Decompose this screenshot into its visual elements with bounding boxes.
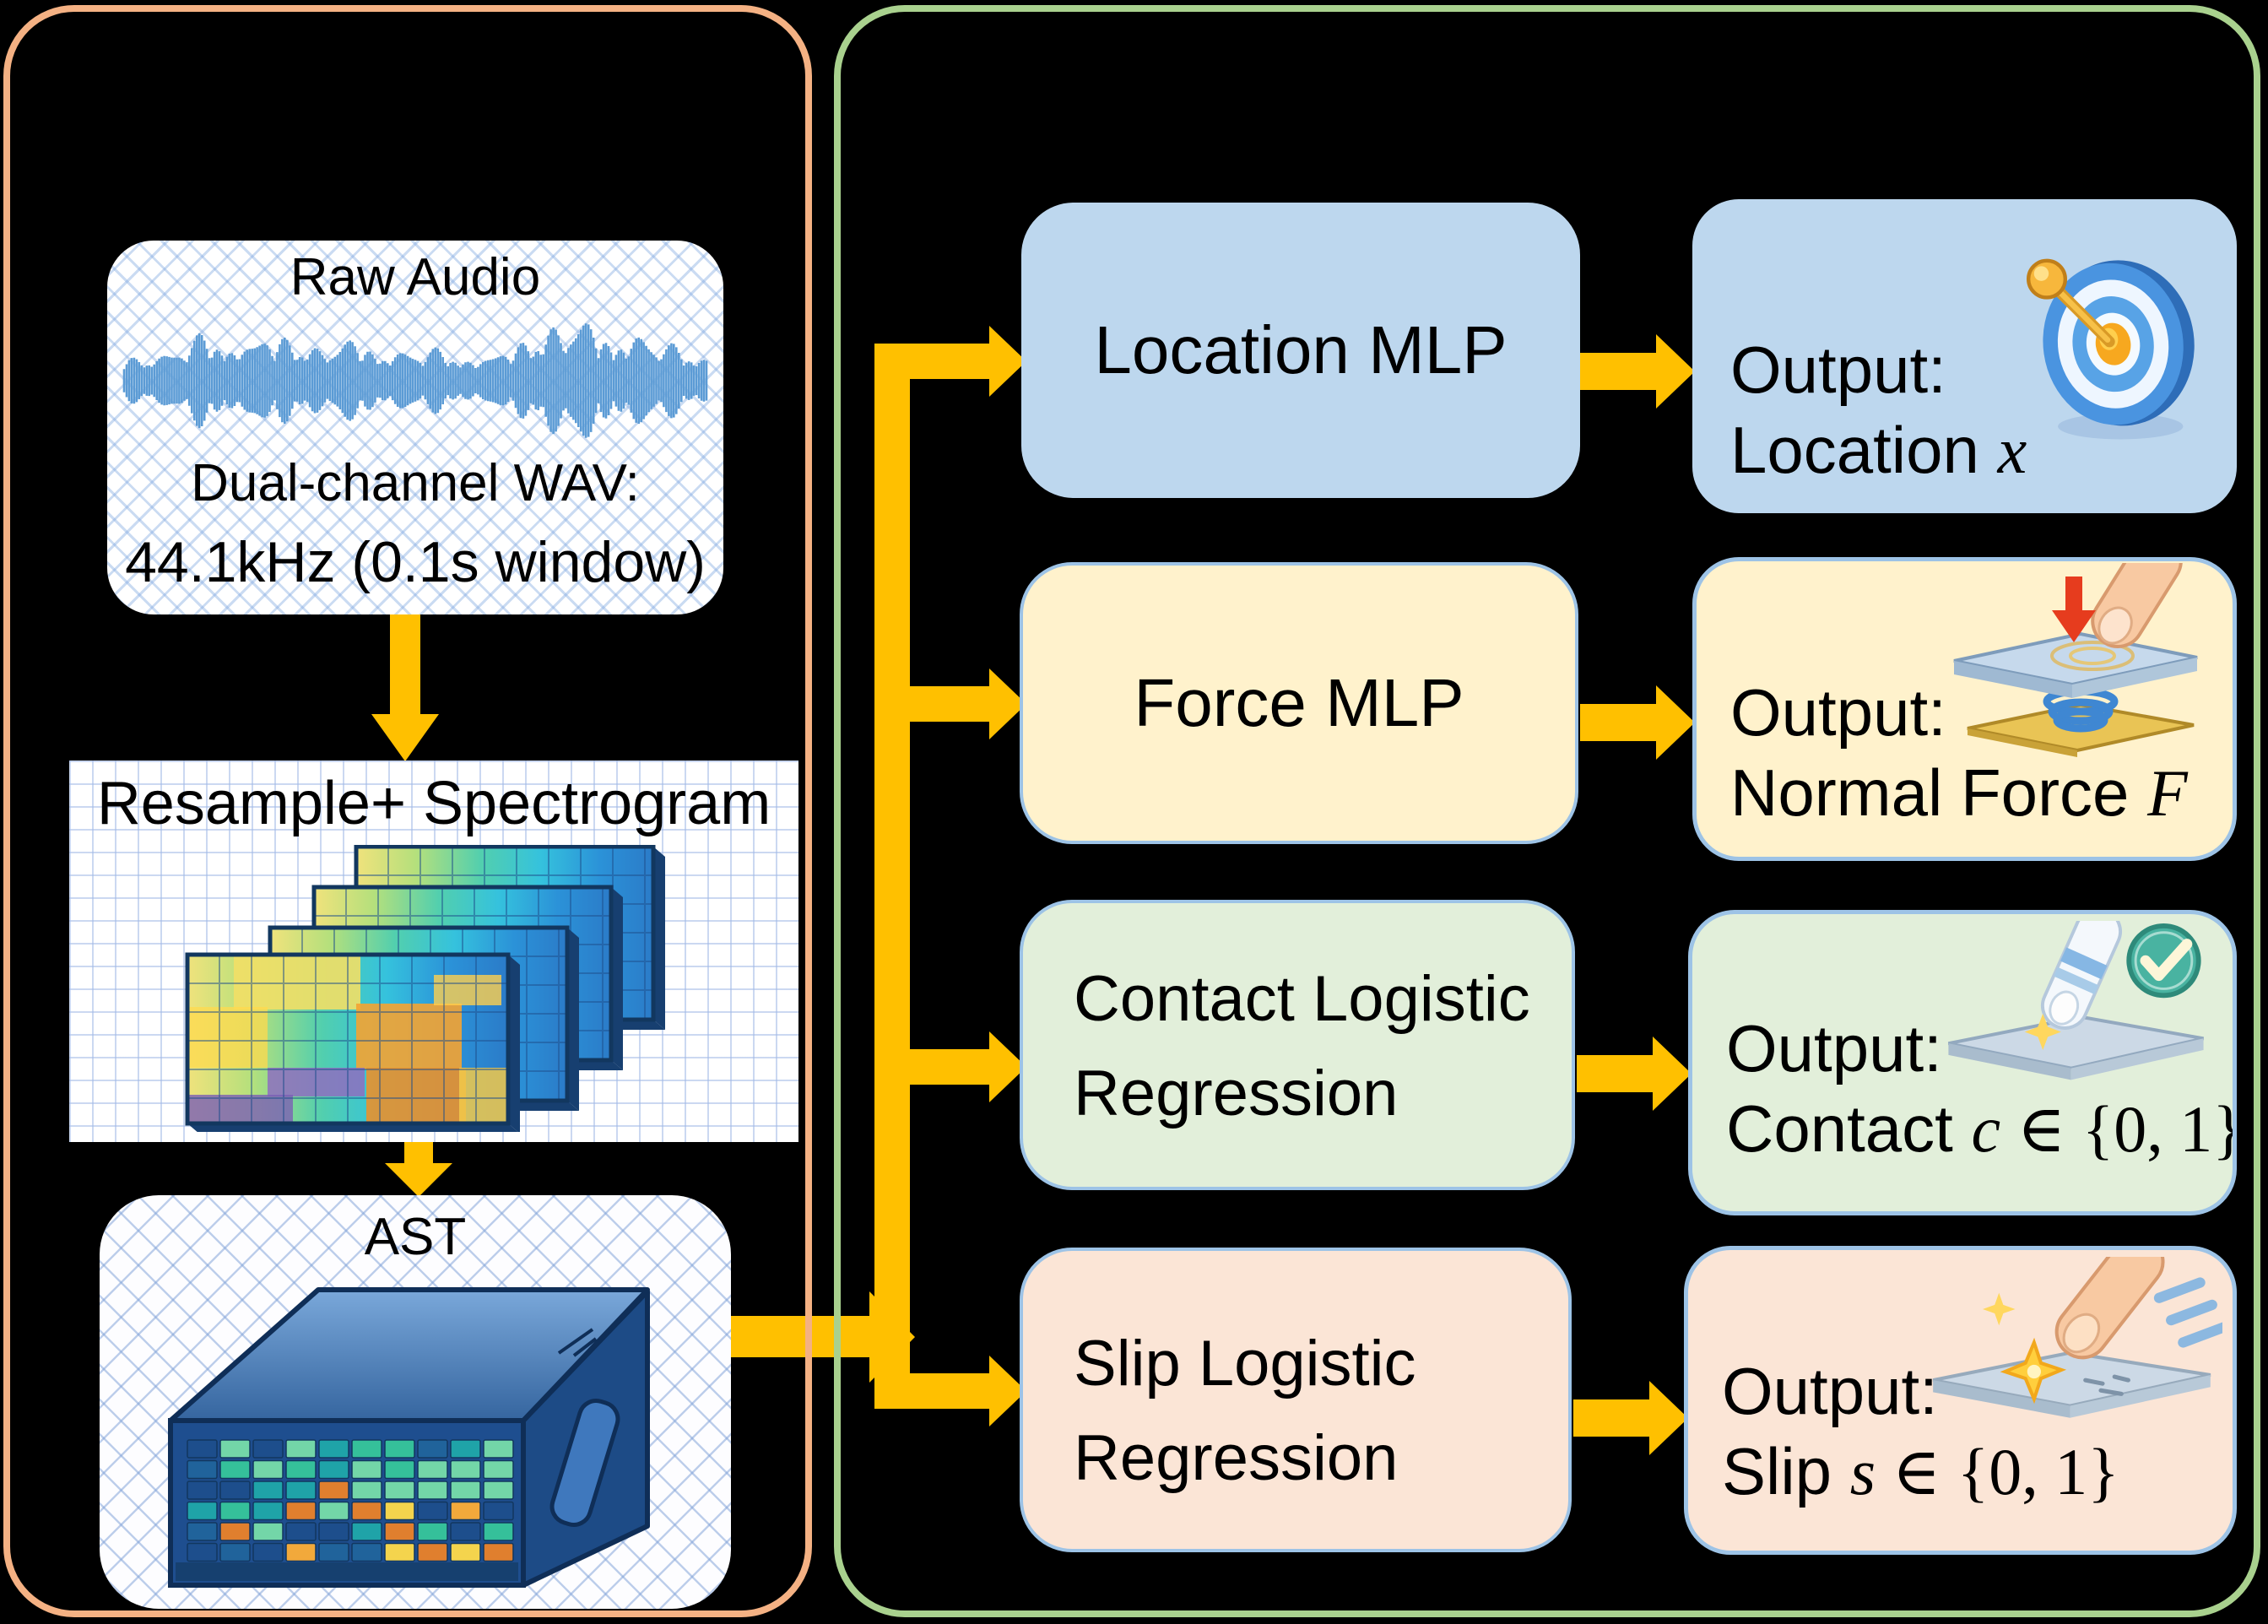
ast-title: AST	[364, 1208, 467, 1266]
force-press-icon	[1924, 563, 2219, 757]
force-mlp-box: Force MLP	[1020, 562, 1578, 844]
contact-regression-label-line2: Regression	[1074, 1058, 1399, 1129]
contact-regression-box: Contact Logistic Regression	[1020, 900, 1575, 1190]
force-output-box: Output: Normal Force F	[1692, 557, 2237, 861]
slip-output-value: Slip s ∈ {0, 1}	[1722, 1434, 2119, 1508]
slip-regression-label-line1: Slip Logistic	[1074, 1328, 1416, 1399]
heads-trunk-line	[874, 344, 910, 1409]
raw-audio-caption-line2: 44.1kHz (0.1s window)	[125, 530, 706, 594]
location-output-box: Output: Location x	[1692, 199, 2237, 513]
target-icon	[2006, 242, 2209, 445]
contact-output-box: Output: Contact c ∈ {0, 1}	[1688, 910, 2237, 1215]
slip-finger-icon	[1923, 1257, 2222, 1428]
raw-audio-box: Raw Audio Dual-channel WAV: 44.1kHz (0.1…	[107, 241, 723, 614]
slip-regression-label-line2: Regression	[1074, 1422, 1399, 1494]
raw-audio-title: Raw Audio	[290, 248, 541, 306]
contact-output-label: Output:	[1726, 1011, 1942, 1085]
location-output-value: Location x	[1730, 413, 2027, 487]
raw-audio-caption-line1: Dual-channel WAV:	[191, 454, 640, 512]
slip-output-label: Output:	[1722, 1354, 1938, 1428]
contact-regression-label-line1: Contact Logistic	[1074, 963, 1530, 1035]
slip-regression-box: Slip Logistic Regression	[1020, 1248, 1572, 1552]
waveform-graphic	[121, 300, 710, 462]
force-output-value: Normal Force F	[1730, 755, 2188, 830]
ast-encoder-graphic	[162, 1273, 668, 1598]
ast-box: AST	[100, 1195, 731, 1609]
location-output-label: Output:	[1730, 333, 1946, 407]
force-output-label: Output:	[1730, 675, 1946, 750]
contact-check-icon	[1935, 921, 2217, 1095]
location-mlp-label: Location MLP	[1094, 312, 1507, 387]
resample-title: Resample+ Spectrogram	[96, 770, 771, 837]
ast-mosaic	[187, 1439, 514, 1562]
location-mlp-box: Location MLP	[1021, 203, 1580, 498]
slip-output-box: Output: Slip s ∈ {0, 1}	[1684, 1246, 2237, 1555]
force-mlp-label: Force MLP	[1134, 665, 1464, 740]
resample-spectrogram-box: Resample+ Spectrogram	[69, 761, 798, 1142]
contact-output-value: Contact c ∈ {0, 1}	[1726, 1091, 2237, 1166]
spectrogram-stack-graphic	[181, 845, 687, 1132]
